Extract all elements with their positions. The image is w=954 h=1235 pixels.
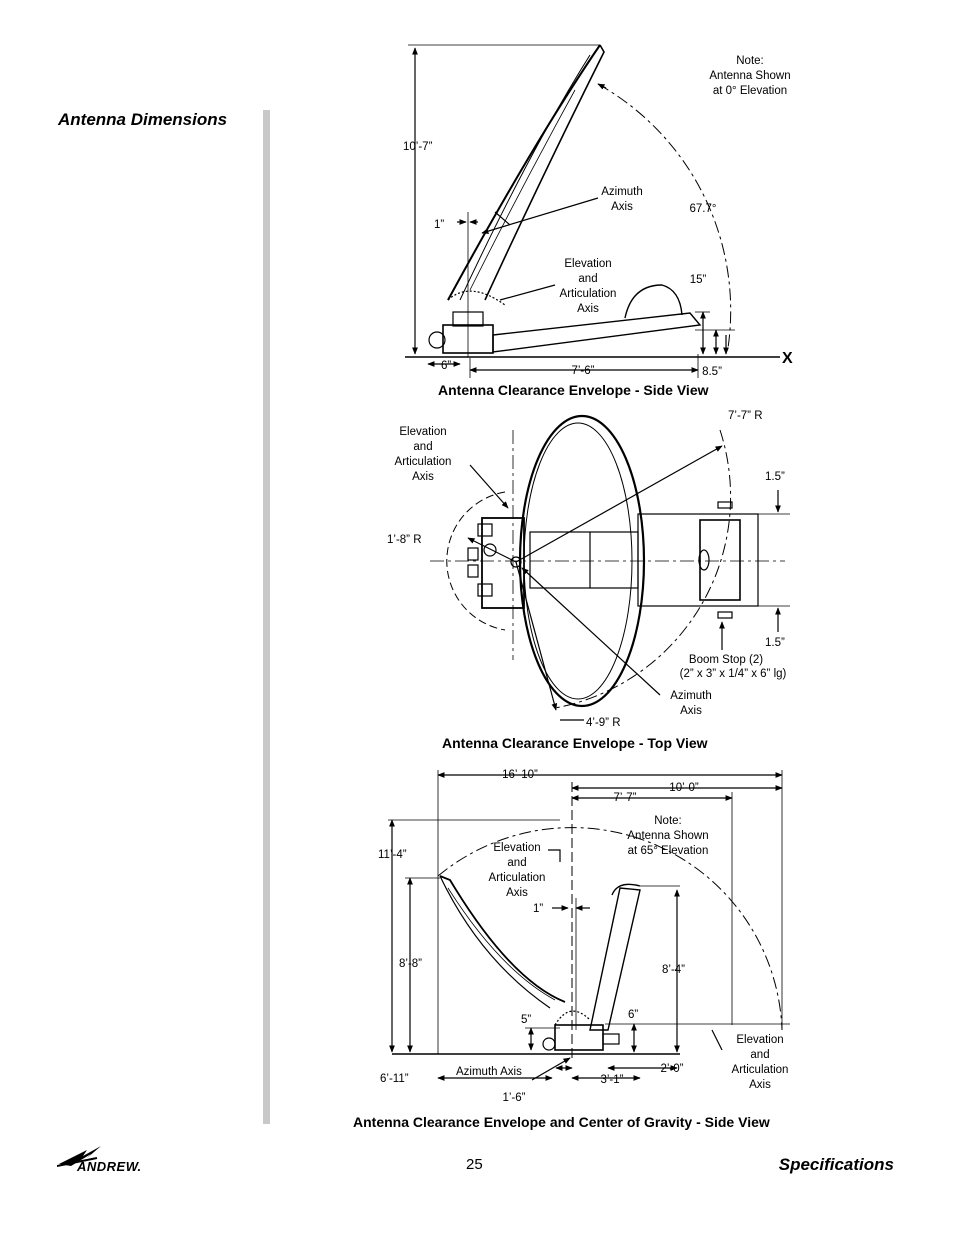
gravity-elev-top-1: Elevation [493, 842, 540, 854]
top-dim-1-5-bottom: 1.5” [765, 637, 785, 649]
side-note-line-1: Note: [736, 55, 764, 67]
top-boom-stop-2: (2” x 3” x 1/4” x 6” lg) [680, 668, 787, 680]
side-elevation-label-4: Axis [577, 303, 599, 315]
side-view-drawing [405, 44, 780, 378]
side-view-caption: Antenna Clearance Envelope - Side View [438, 382, 709, 398]
side-azimuth-label-1: Azimuth [601, 186, 643, 198]
gravity-view-drawing [388, 770, 790, 1081]
gravity-elev-bottom-3: Articulation [732, 1064, 789, 1076]
gravity-dim-10-0: 10’-0” [669, 782, 699, 794]
top-radius-4-9: 4’-9” R [586, 717, 621, 729]
gravity-dim-6-11: 6’-11” [380, 1073, 409, 1085]
gravity-dim-11-4: 11’-4” [378, 849, 407, 861]
side-elevation-label-3: Articulation [560, 288, 617, 300]
gravity-dim-16-10: 16’-10” [502, 769, 538, 781]
gravity-dim-7-7: 7’-7” [613, 792, 636, 804]
top-radius-7-7: 7’-7” R [728, 410, 763, 422]
gravity-dim-8-8: 8’-8” [399, 958, 422, 970]
top-boom-stop-1: Boom Stop (2) [689, 654, 763, 666]
gravity-dim-3-1: 3’-1” [600, 1074, 623, 1086]
top-elevation-label-2: and [413, 441, 432, 453]
side-dim-8-5: 8.5” [702, 366, 722, 378]
side-elevation-label-1: Elevation [564, 258, 611, 270]
side-dim-15: 15” [690, 274, 707, 286]
top-radius-1-8: 1’-8” R [387, 534, 422, 546]
side-dim-7-6: 7’-6” [571, 365, 594, 377]
top-view-drawing [430, 414, 790, 721]
logo-text: ANDREW. [77, 1159, 142, 1174]
gravity-dim-8-4: 8’-4” [662, 964, 685, 976]
side-elevation-label-2: and [578, 273, 597, 285]
gravity-dim-5: 5” [521, 1014, 531, 1026]
footer-title: Specifications [778, 1155, 894, 1174]
side-note-line-2: Antenna Shown [709, 70, 790, 82]
side-offset-label: 1” [434, 219, 444, 231]
sidebar-divider [263, 110, 270, 1124]
side-angle-label: 67.7° [690, 203, 717, 215]
gravity-dim-2-0: 2’-0” [660, 1063, 683, 1075]
gravity-dim-6: 6” [628, 1009, 638, 1021]
gravity-dim-1: 1” [533, 903, 543, 915]
top-dim-1-5-top: 1.5” [765, 471, 785, 483]
page-number: 25 [466, 1156, 483, 1173]
gravity-elev-top-2: and [507, 857, 526, 869]
side-note-line-3: at 0° Elevation [713, 85, 787, 97]
gravity-note-3: at 65° Elevation [628, 845, 709, 857]
gravity-dim-1-6: 1’-6” [502, 1092, 525, 1104]
top-elevation-label-3: Articulation [395, 456, 452, 468]
section-title: Antenna Dimensions [58, 110, 228, 129]
gravity-azimuth-axis: Azimuth Axis [456, 1066, 522, 1078]
side-x-marker: X [782, 350, 793, 367]
gravity-note-2: Antenna Shown [627, 830, 708, 842]
gravity-elev-bottom-1: Elevation [736, 1034, 783, 1046]
andrew-logo: ANDREW. [56, 1142, 172, 1178]
top-azimuth-label-2: Axis [680, 705, 702, 717]
lightning-bolt-icon [56, 1146, 101, 1167]
top-elevation-label-1: Elevation [399, 426, 446, 438]
gravity-note-1: Note: [654, 815, 682, 827]
side-azimuth-label-2: Axis [611, 201, 633, 213]
gravity-view-caption: Antenna Clearance Envelope and Center of… [353, 1114, 770, 1130]
side-height-label: 10’-7” [403, 141, 433, 153]
gravity-elev-bottom-2: and [750, 1049, 769, 1061]
top-view-caption: Antenna Clearance Envelope - Top View [442, 735, 708, 751]
gravity-elev-bottom-4: Axis [749, 1079, 771, 1091]
gravity-elev-top-3: Articulation [489, 872, 546, 884]
top-azimuth-label-1: Azimuth [670, 690, 712, 702]
top-elevation-label-4: Axis [412, 471, 434, 483]
gravity-elev-top-4: Axis [506, 887, 528, 899]
side-dim-6: 6” [441, 360, 451, 372]
